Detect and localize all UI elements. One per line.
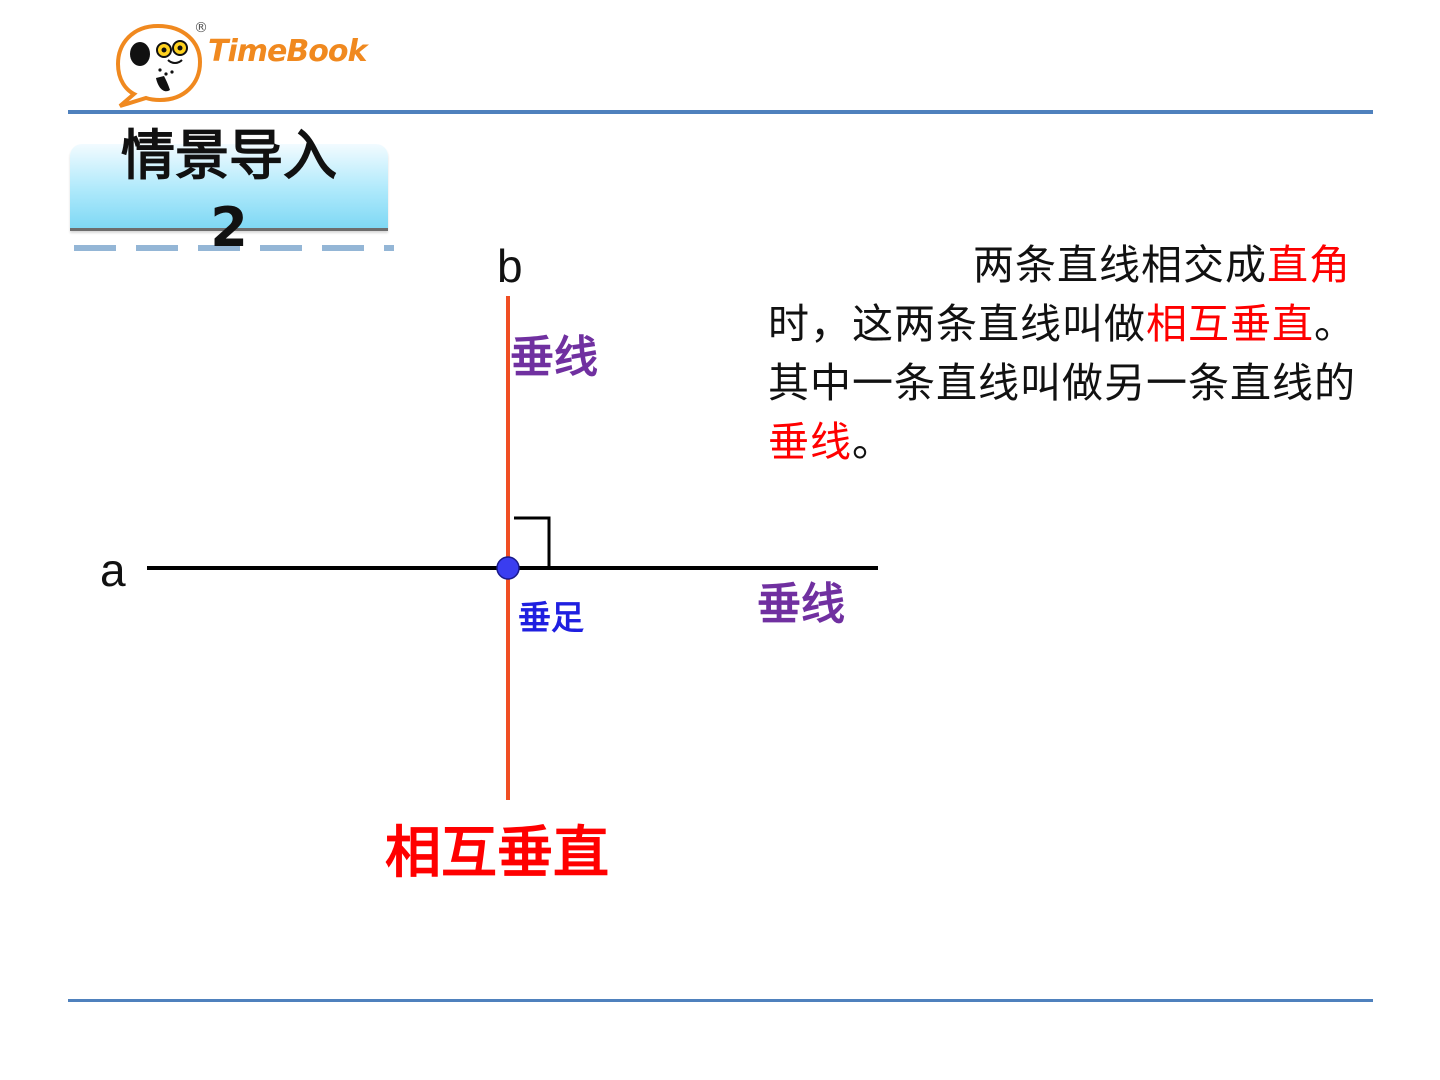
badge-dashed-rule xyxy=(74,245,394,251)
definition-seg7: 。 xyxy=(852,418,894,466)
perpendicular-label-top: 垂线 xyxy=(510,332,598,383)
definition-seg3: 时，这两条直线叫做 xyxy=(768,300,1146,348)
header-rule xyxy=(68,110,1373,114)
section-title-line1: 情景导入 xyxy=(121,124,337,187)
definition-seg1: 两条直线相交成 xyxy=(973,241,1267,289)
foot-label: 垂足 xyxy=(518,598,584,637)
line-b-label: b xyxy=(497,240,523,292)
definition-text: 两条直线相交成直角时，这两条直线叫做相互垂直。其中一条直线叫做另一条直线的垂线。 xyxy=(768,236,1358,472)
brand-name: TimeBook xyxy=(208,34,367,69)
line-a-label: a xyxy=(100,544,126,596)
caption: 相互垂直 xyxy=(385,821,609,886)
definition-term-perpendicular-line: 垂线 xyxy=(768,418,852,466)
section-badge xyxy=(70,144,388,231)
registered-mark: ® xyxy=(194,20,208,36)
right-angle-mark xyxy=(514,516,551,566)
section-title: 情景导入 2 xyxy=(70,120,388,264)
timebook-logo: ® TimeBook xyxy=(112,20,392,110)
foot-point xyxy=(496,556,520,580)
footer-rule xyxy=(68,999,1373,1002)
definition-seg5: 。其中一条直线叫做另一条直线的 xyxy=(768,300,1356,407)
section-title-line2: 2 xyxy=(210,196,248,259)
dog-mascot-icon xyxy=(115,23,203,108)
definition-term-perpendicular: 相互垂直 xyxy=(1146,300,1314,348)
definition-term-right-angle: 直角 xyxy=(1267,241,1351,289)
perpendicular-label-right: 垂线 xyxy=(757,579,845,630)
